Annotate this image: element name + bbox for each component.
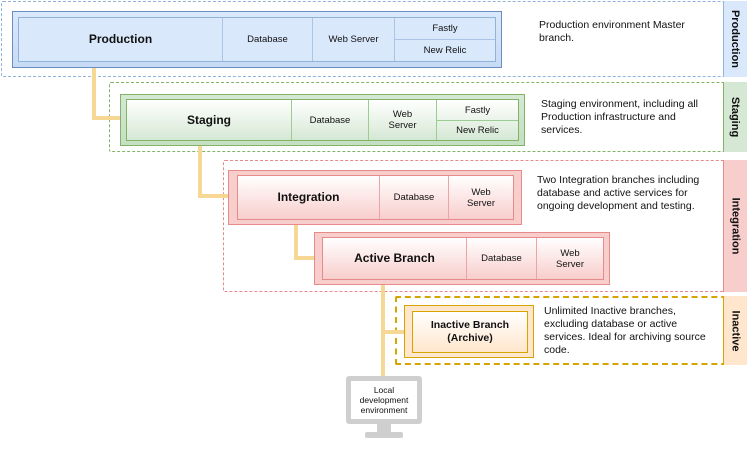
local-monitor: Local development environment bbox=[346, 376, 422, 424]
connector-staging-integration-v bbox=[198, 146, 202, 198]
staging-name: Staging bbox=[187, 112, 231, 127]
staging-description: Staging environment, including all Produ… bbox=[541, 98, 699, 136]
integration-name: Integration bbox=[277, 190, 340, 204]
staging-inner: Staging Database Web Server Fastly New R… bbox=[126, 99, 519, 141]
staging-tab-label: Staging bbox=[729, 96, 742, 138]
production-new-relic: New Relic bbox=[394, 39, 495, 61]
connector-integration-active-h bbox=[294, 256, 318, 260]
inactive-branch-inner: Inactive Branch (Archive) bbox=[412, 311, 528, 353]
integration-inner: Integration Database Web Server bbox=[237, 175, 514, 220]
production-tab: Production bbox=[723, 1, 747, 77]
connector-staging-integration-h bbox=[198, 194, 232, 198]
staging-new-relic: New Relic bbox=[436, 120, 518, 140]
production-inner: Production Database Web Server Fastly Ne… bbox=[18, 17, 496, 62]
active-branch-web-server: Web Server bbox=[536, 238, 603, 279]
staging-environment[interactable]: Staging Database Web Server Fastly New R… bbox=[120, 94, 525, 146]
staging-database: Database bbox=[291, 100, 368, 140]
active-branch-inner: Active Branch Database Web Server bbox=[322, 237, 604, 280]
staging-tab: Staging bbox=[723, 82, 747, 152]
monitor-base bbox=[365, 432, 403, 438]
inactive-tab: Inactive bbox=[723, 296, 747, 365]
integration-tab-label: Integration bbox=[729, 197, 742, 255]
inactive-branch-environment[interactable]: Inactive Branch (Archive) bbox=[404, 305, 534, 358]
active-branch-name: Active Branch bbox=[354, 251, 435, 265]
active-branch-database: Database bbox=[466, 238, 536, 279]
integration-environment[interactable]: Integration Database Web Server bbox=[228, 170, 522, 225]
inactive-tab-label: Inactive bbox=[729, 310, 742, 351]
connector-production-staging-h bbox=[92, 116, 124, 120]
production-environment[interactable]: Production Database Web Server Fastly Ne… bbox=[12, 11, 502, 68]
integration-description: Two Integration branches including datab… bbox=[537, 174, 700, 212]
production-database: Database bbox=[222, 18, 312, 61]
production-tab-label: Production bbox=[729, 9, 742, 69]
integration-database: Database bbox=[379, 176, 448, 219]
inactive-description: Unlimited Inactive branches, excluding d… bbox=[544, 305, 706, 356]
production-description: Production environment Master branch. bbox=[539, 19, 685, 44]
inactive-branch-name: Inactive Branch (Archive) bbox=[430, 319, 510, 344]
active-branch-environment[interactable]: Active Branch Database Web Server bbox=[314, 232, 610, 285]
production-name: Production bbox=[88, 32, 153, 46]
connector-production-staging-v bbox=[92, 68, 96, 120]
integration-web-server: Web Server bbox=[448, 176, 513, 219]
connector-active-inactive-h bbox=[381, 330, 408, 334]
production-fastly: Fastly bbox=[394, 18, 495, 39]
production-web-server: Web Server bbox=[312, 18, 394, 61]
integration-tab: Integration bbox=[723, 160, 747, 292]
local-label: Local development environment bbox=[359, 385, 409, 415]
connector-integration-active-v bbox=[294, 225, 298, 260]
staging-web-server: Web Server bbox=[368, 100, 436, 140]
staging-fastly: Fastly bbox=[436, 100, 518, 120]
monitor-neck bbox=[377, 424, 391, 432]
